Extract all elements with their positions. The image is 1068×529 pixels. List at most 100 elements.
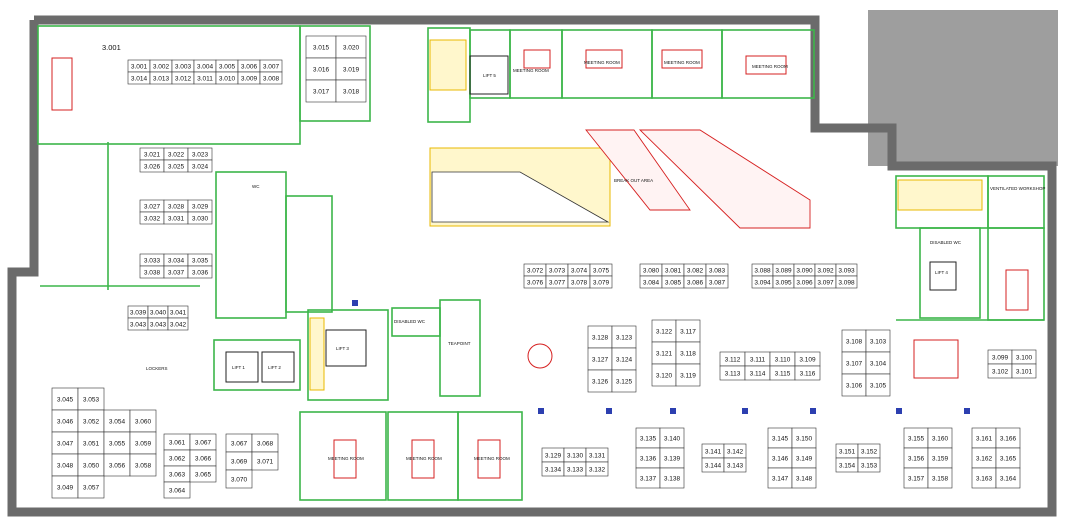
desk-label: 3.011 (197, 75, 213, 82)
desk-label: 3.053 (83, 396, 100, 403)
desk-label: 3.124 (616, 356, 633, 363)
desk-label: 3.045 (57, 396, 74, 403)
atrium-void (431, 171, 610, 223)
desk-label: 3.016 (313, 66, 330, 73)
desk-label: 3.013 (153, 75, 170, 82)
desk-label: 3.067 (195, 439, 212, 446)
desk-label: 3.036 (192, 269, 209, 276)
desk-label: 3.145 (772, 435, 789, 442)
desk-label: 3.120 (656, 372, 673, 379)
breakout-area (585, 129, 811, 229)
desk-label: 3.133 (567, 466, 584, 473)
desk-label: 3.010 (219, 75, 236, 82)
desk-label: 3.071 (257, 458, 274, 465)
desk-label: 3.043 (150, 321, 167, 328)
desk-label: 3.078 (571, 279, 588, 286)
desk-label: 3.023 (192, 151, 209, 158)
desk-label: 3.051 (83, 440, 100, 447)
desk-label: 3.160 (932, 435, 949, 442)
desk-label: 3.161 (976, 435, 993, 442)
desk (167, 317, 189, 331)
desk-label: 3.063 (169, 471, 186, 478)
desk-label: 3.068 (257, 440, 274, 447)
desk-label: 3.056 (109, 462, 126, 469)
desk-label: 3.058 (135, 462, 152, 469)
desk-label: 3.088 (754, 267, 771, 274)
desk-label: 3.073 (549, 267, 566, 274)
desk-label: 3.059 (135, 440, 152, 447)
desk-label: 3.154 (839, 462, 856, 469)
desk-label: 3.126 (592, 378, 609, 385)
desk-label: 3.070 (231, 476, 248, 483)
desk-label: 3.018 (343, 88, 360, 95)
desk-label: 3.083 (709, 267, 726, 274)
lift-4-label: LIFT 4 (935, 270, 948, 275)
desk-label: 3.033 (144, 257, 161, 264)
desk-label: 3.099 (992, 354, 1009, 361)
desk-label: 3.087 (709, 279, 726, 286)
desk-label: 3.069 (231, 458, 248, 465)
desk-label: 3.002 (153, 63, 170, 70)
desk-label: 3.001 (131, 63, 148, 70)
disabled-wc-label-2: DISABLED WC (930, 240, 962, 245)
desk-label: 3.077 (549, 279, 566, 286)
desk-label: 3.100 (1016, 354, 1033, 361)
desk-label: 3.042 (170, 321, 187, 328)
teapoint-label: TEAPOINT (448, 341, 471, 346)
desk-label: 3.064 (169, 487, 186, 494)
lift-1-label: LIFT 1 (232, 365, 245, 370)
desk-label: 3.020 (343, 44, 360, 51)
desk-label: 3.066 (195, 455, 212, 462)
desk-label: 3.136 (640, 455, 657, 462)
lockers-label: LOCKERS (146, 366, 168, 371)
desk-label: 3.082 (687, 267, 704, 274)
desk-label: 3.062 (169, 455, 186, 462)
desk-label: 3.037 (168, 269, 185, 276)
desk-label: 3.147 (772, 475, 789, 482)
desk-label: 3.135 (640, 435, 657, 442)
desk-label: 3.084 (643, 279, 660, 286)
desk (675, 363, 701, 387)
desk-label: 3.089 (775, 267, 792, 274)
desk-label: 3.134 (545, 466, 562, 473)
desk-label: 3.094 (754, 279, 771, 286)
lift-3-label: LIFT 3 (336, 346, 349, 351)
desk-label: 3.105 (870, 382, 887, 389)
meeting-room-label-5: MEETING ROOM (328, 456, 364, 461)
desk (189, 465, 217, 483)
desk-label: 3.113 (725, 370, 741, 377)
desk-label: 3.046 (57, 418, 74, 425)
desk-label: 3.096 (796, 279, 813, 286)
desk-label: 3.149 (796, 455, 813, 462)
meeting-room-label-7: MEETING ROOM (474, 456, 510, 461)
desk (187, 211, 213, 225)
desk-label: 3.031 (168, 215, 185, 222)
desk (335, 79, 367, 103)
desk-label: 3.114 (750, 370, 766, 377)
desk-label: 3.102 (992, 368, 1009, 375)
desk-label: 3.039 (130, 309, 147, 316)
meeting-room-label-4: MEETING ROOM (752, 64, 788, 69)
external-void (868, 10, 1058, 166)
desk-label: 3.048 (57, 462, 74, 469)
desk-label: 3.065 (195, 471, 212, 478)
desk-label: 3.092 (817, 267, 834, 274)
desk-label: 3.098 (838, 279, 855, 286)
desk-label: 3.101 (1016, 368, 1033, 375)
desk-label: 3.131 (589, 452, 606, 459)
desk-label: 3.027 (144, 203, 161, 210)
desk-label: 3.086 (687, 279, 704, 286)
desk-label: 3.125 (616, 378, 633, 385)
desk-label: 3.157 (908, 475, 925, 482)
desk (927, 467, 953, 489)
ventilated-workshop-label: VENTILATED WORKSHOP (990, 186, 1045, 191)
desk-label: 3.030 (192, 215, 209, 222)
desk-label: 3.163 (976, 475, 993, 482)
